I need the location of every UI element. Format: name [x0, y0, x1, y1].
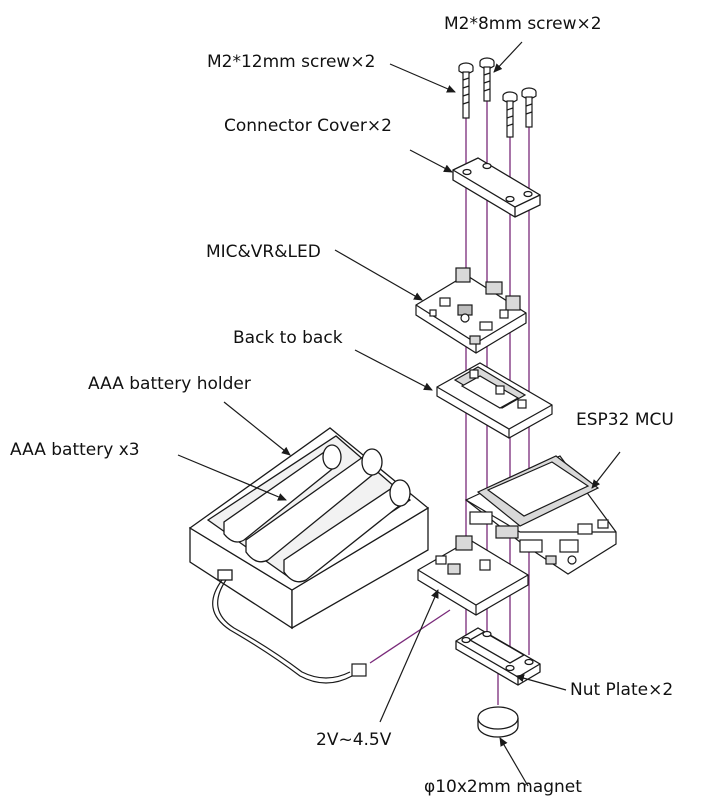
label-aaa-battery: AAA battery x3: [10, 440, 140, 460]
label-voltage: 2V~4.5V: [316, 730, 392, 750]
label-m2-8mm-screw: M2*8mm screw×2: [444, 14, 602, 34]
label-esp32-mcu: ESP32 MCU: [576, 410, 674, 430]
screw-8mm-right: [521, 87, 537, 128]
label-nut-plate: Nut Plate×2: [570, 680, 674, 700]
battery-holder: [188, 427, 430, 630]
back-to-back-board: [436, 362, 553, 439]
label-magnet: φ10x2mm magnet: [424, 777, 582, 797]
label-connector-cover: Connector Cover×2: [224, 116, 392, 136]
screws: [458, 57, 537, 138]
main-board-stack: [417, 455, 617, 616]
battery-wire: [212, 579, 367, 684]
screw-12mm-right: [479, 57, 495, 102]
mic-vr-led-board: [415, 267, 527, 354]
connector-cover: [452, 157, 541, 218]
label-back-to-back: Back to back: [233, 328, 343, 348]
leader-lines: [177, 41, 621, 787]
label-aaa-battery-holder: AAA battery holder: [88, 374, 251, 394]
screw-12mm-left: [458, 62, 474, 119]
label-m2-12mm-screw: M2*12mm screw×2: [207, 52, 376, 72]
screw-8mm-left: [502, 91, 518, 138]
magnet-disc: [477, 706, 519, 738]
label-mic-vr-led: MIC&VR&LED: [206, 242, 321, 262]
nut-plate: [455, 627, 541, 686]
